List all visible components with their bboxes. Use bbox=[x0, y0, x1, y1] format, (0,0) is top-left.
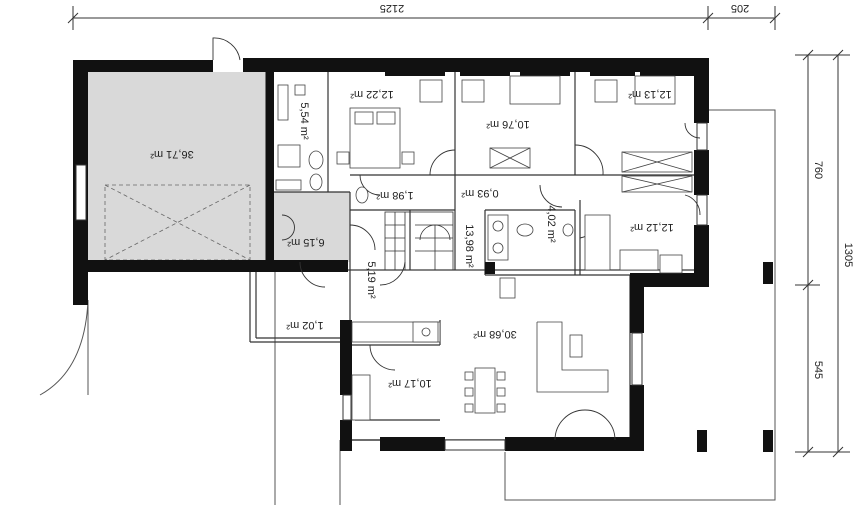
room-area-garage: 36,71 m² bbox=[150, 148, 194, 160]
room-area-bathroom-main: 5,54 m² bbox=[298, 102, 310, 140]
room-area-bathroom-2: 4,02 m² bbox=[545, 205, 557, 243]
garage-floor bbox=[88, 72, 266, 264]
room-area-entrance: 5,19 m² bbox=[365, 261, 377, 299]
room-labels: 36,71 m² 12,22 m² 10,76 m² 12,13 m² 5,54… bbox=[150, 88, 674, 389]
room-area-study: 12,12 m² bbox=[630, 221, 674, 233]
windows bbox=[75, 122, 708, 451]
exterior-walls bbox=[73, 58, 773, 452]
dim-top-right: 205 bbox=[731, 2, 749, 14]
dim-top-total: 2125 bbox=[380, 2, 404, 14]
dim-right-total: 1305 bbox=[842, 243, 854, 267]
dim-right-lower: 545 bbox=[812, 361, 824, 379]
terrace-outline bbox=[39, 109, 776, 505]
room-area-kitchen: 10,17 m² bbox=[388, 377, 432, 389]
dim-right-upper: 760 bbox=[812, 161, 824, 179]
door-swings bbox=[212, 37, 701, 441]
room-area-bedroom-2: 10,76 m² bbox=[486, 118, 530, 130]
room-area-bedroom-3: 12,13 m² bbox=[628, 88, 672, 100]
garage-door-dashes bbox=[104, 184, 251, 261]
room-area-hall-small: 0,93 m² bbox=[461, 187, 499, 199]
room-area-stair-hall: 13,98 m² bbox=[463, 224, 475, 268]
room-area-boiler: 6,15 m² bbox=[287, 236, 325, 248]
dimension-lines bbox=[67, 6, 850, 458]
boiler-room-floor bbox=[274, 192, 350, 262]
furniture bbox=[275, 75, 693, 421]
staircase bbox=[384, 211, 454, 271]
room-area-living-room: 30,68 m² bbox=[473, 328, 517, 340]
room-area-porch: 1,02 m² bbox=[286, 319, 324, 331]
room-area-wc: 1,98 m² bbox=[376, 189, 414, 201]
room-area-bedroom-1: 12,22 m² bbox=[350, 88, 394, 100]
